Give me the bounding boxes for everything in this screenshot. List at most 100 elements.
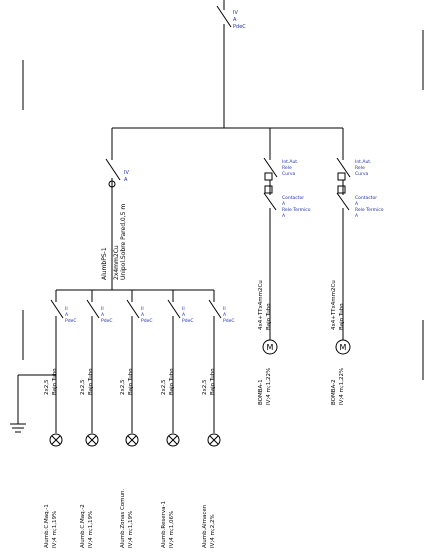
main-breaker-line-2: A [233,17,237,23]
load-label: IV;4 m;1,19% [88,511,94,548]
motor-icon [335,339,351,355]
contactor-label: A [282,213,286,219]
cable-label: Bajo Tubo [88,368,94,395]
load-label: IV;4 m;1,22% [339,368,345,405]
contactor-contact [263,192,277,211]
breaker-label: II [182,306,185,312]
main-breaker-contact [216,5,232,28]
load-label: IV;4 m;1,22% [266,368,272,405]
contactor-label: Contactor [355,195,377,201]
main-breaker-line-1: IV [233,10,238,16]
breaker-contact [126,299,140,319]
cable-label: 2x2,5 [161,379,167,395]
subpanel-breaker-line-1: IV [124,170,129,176]
cable-label: 2x2,5 [202,379,208,395]
cable-label: Bajo Tubo [128,368,134,395]
lamp-cross [87,435,97,445]
contactor-label: Contactor [282,195,304,201]
contactor-label: A [355,201,359,207]
protection-label: Curva [355,171,369,177]
subpanel-cable-line-2: 2x4mm2Cu [113,245,120,280]
subpanel-feeder [105,128,121,290]
motor-symbol: M [267,343,274,352]
protection-label: Int.Aut. [355,159,372,165]
motor-icon [262,339,278,355]
main-feeder [216,0,232,128]
breaker-label: A [141,312,145,318]
breaker-label: II [141,306,144,312]
breaker-label: PdeC [141,318,152,324]
protection-label: Rele [282,165,292,171]
main-breaker-label: IV A PdeC [233,10,246,30]
protection-label: Rele [355,165,365,171]
breaker-label: PdeC [101,318,112,324]
ground-icon [10,374,56,433]
motor-symbol: M [340,343,347,352]
contactor-coil-icon [337,185,346,194]
lamp-cross [127,435,137,445]
breaker-contact [208,299,222,319]
subpanel-cable-line-3: Unipol.Sobre Pared,0,5 m [120,204,127,280]
breaker-label: II [223,306,226,312]
cable-label: Bajo Tubo [52,368,58,395]
load-label: IV;4 m;2,2% [210,514,216,548]
load-label: IV;4 m;1,19% [128,511,134,548]
load-label: IV;4 m;1,19% [52,511,58,548]
load-label: Alumb.Reserva-1 [161,501,167,548]
breaker-label: A [223,312,227,318]
load-label: BOMBA-2 [331,379,337,405]
contactor-coil-icon [264,185,273,194]
load-label: Alumb.C.Maq.-1 [44,504,50,548]
cable-label: 4x4+TTx4mm2Cu [258,280,264,330]
contactor-contact [336,192,350,211]
breaker-contact [263,157,278,178]
lamp-icon [166,433,180,447]
main-breaker-line-3: PdeC [233,24,246,30]
cable-label: Bajo Tubo [339,303,345,330]
contactor-label: Rele Termico [355,207,384,213]
protection-label: Curva [282,171,296,177]
cable-label: 2x2,5 [80,379,86,395]
differential-sensor-icon [108,180,116,188]
breaker-label: A [182,312,186,318]
subpanel-cable-line-1: AlumbPS-1 [101,247,108,280]
load-label: IV;4 m;1,06% [169,511,175,548]
trip-relay-icon [337,172,346,181]
breaker-contact [336,157,351,178]
cable-label: 2x2,5 [44,379,50,395]
load-label: Alumb.Almacen [202,504,208,548]
load-label: Alumb.C.Maq.-2 [80,504,86,548]
lamp-icon [49,433,63,447]
subpanel-breaker-label: IV A [124,170,129,183]
breaker-contact [50,299,64,319]
breaker-label: A [101,312,105,318]
lamp-icon [85,433,99,447]
subpanel-breaker-line-2: A [124,177,128,183]
breaker-contact [167,299,181,319]
cable-label: 2x2,5 [120,379,126,395]
breaker-contact [86,299,100,319]
subpanel-breaker-contact [105,158,121,181]
contactor-label: A [355,213,359,219]
protection-label: Int.Aut. [282,159,299,165]
lamp-icon [207,433,221,447]
breaker-label: II [65,306,68,312]
cable-label: Bajo Tubo [266,303,272,330]
breaker-label: A [65,312,69,318]
load-label: BOMBA-1 [258,379,264,405]
frame-border [22,30,424,380]
load-label: Alumb.Zonas Comun. [120,488,126,548]
breaker-label: PdeC [182,318,193,324]
cable-label: Bajo Tubo [210,368,216,395]
